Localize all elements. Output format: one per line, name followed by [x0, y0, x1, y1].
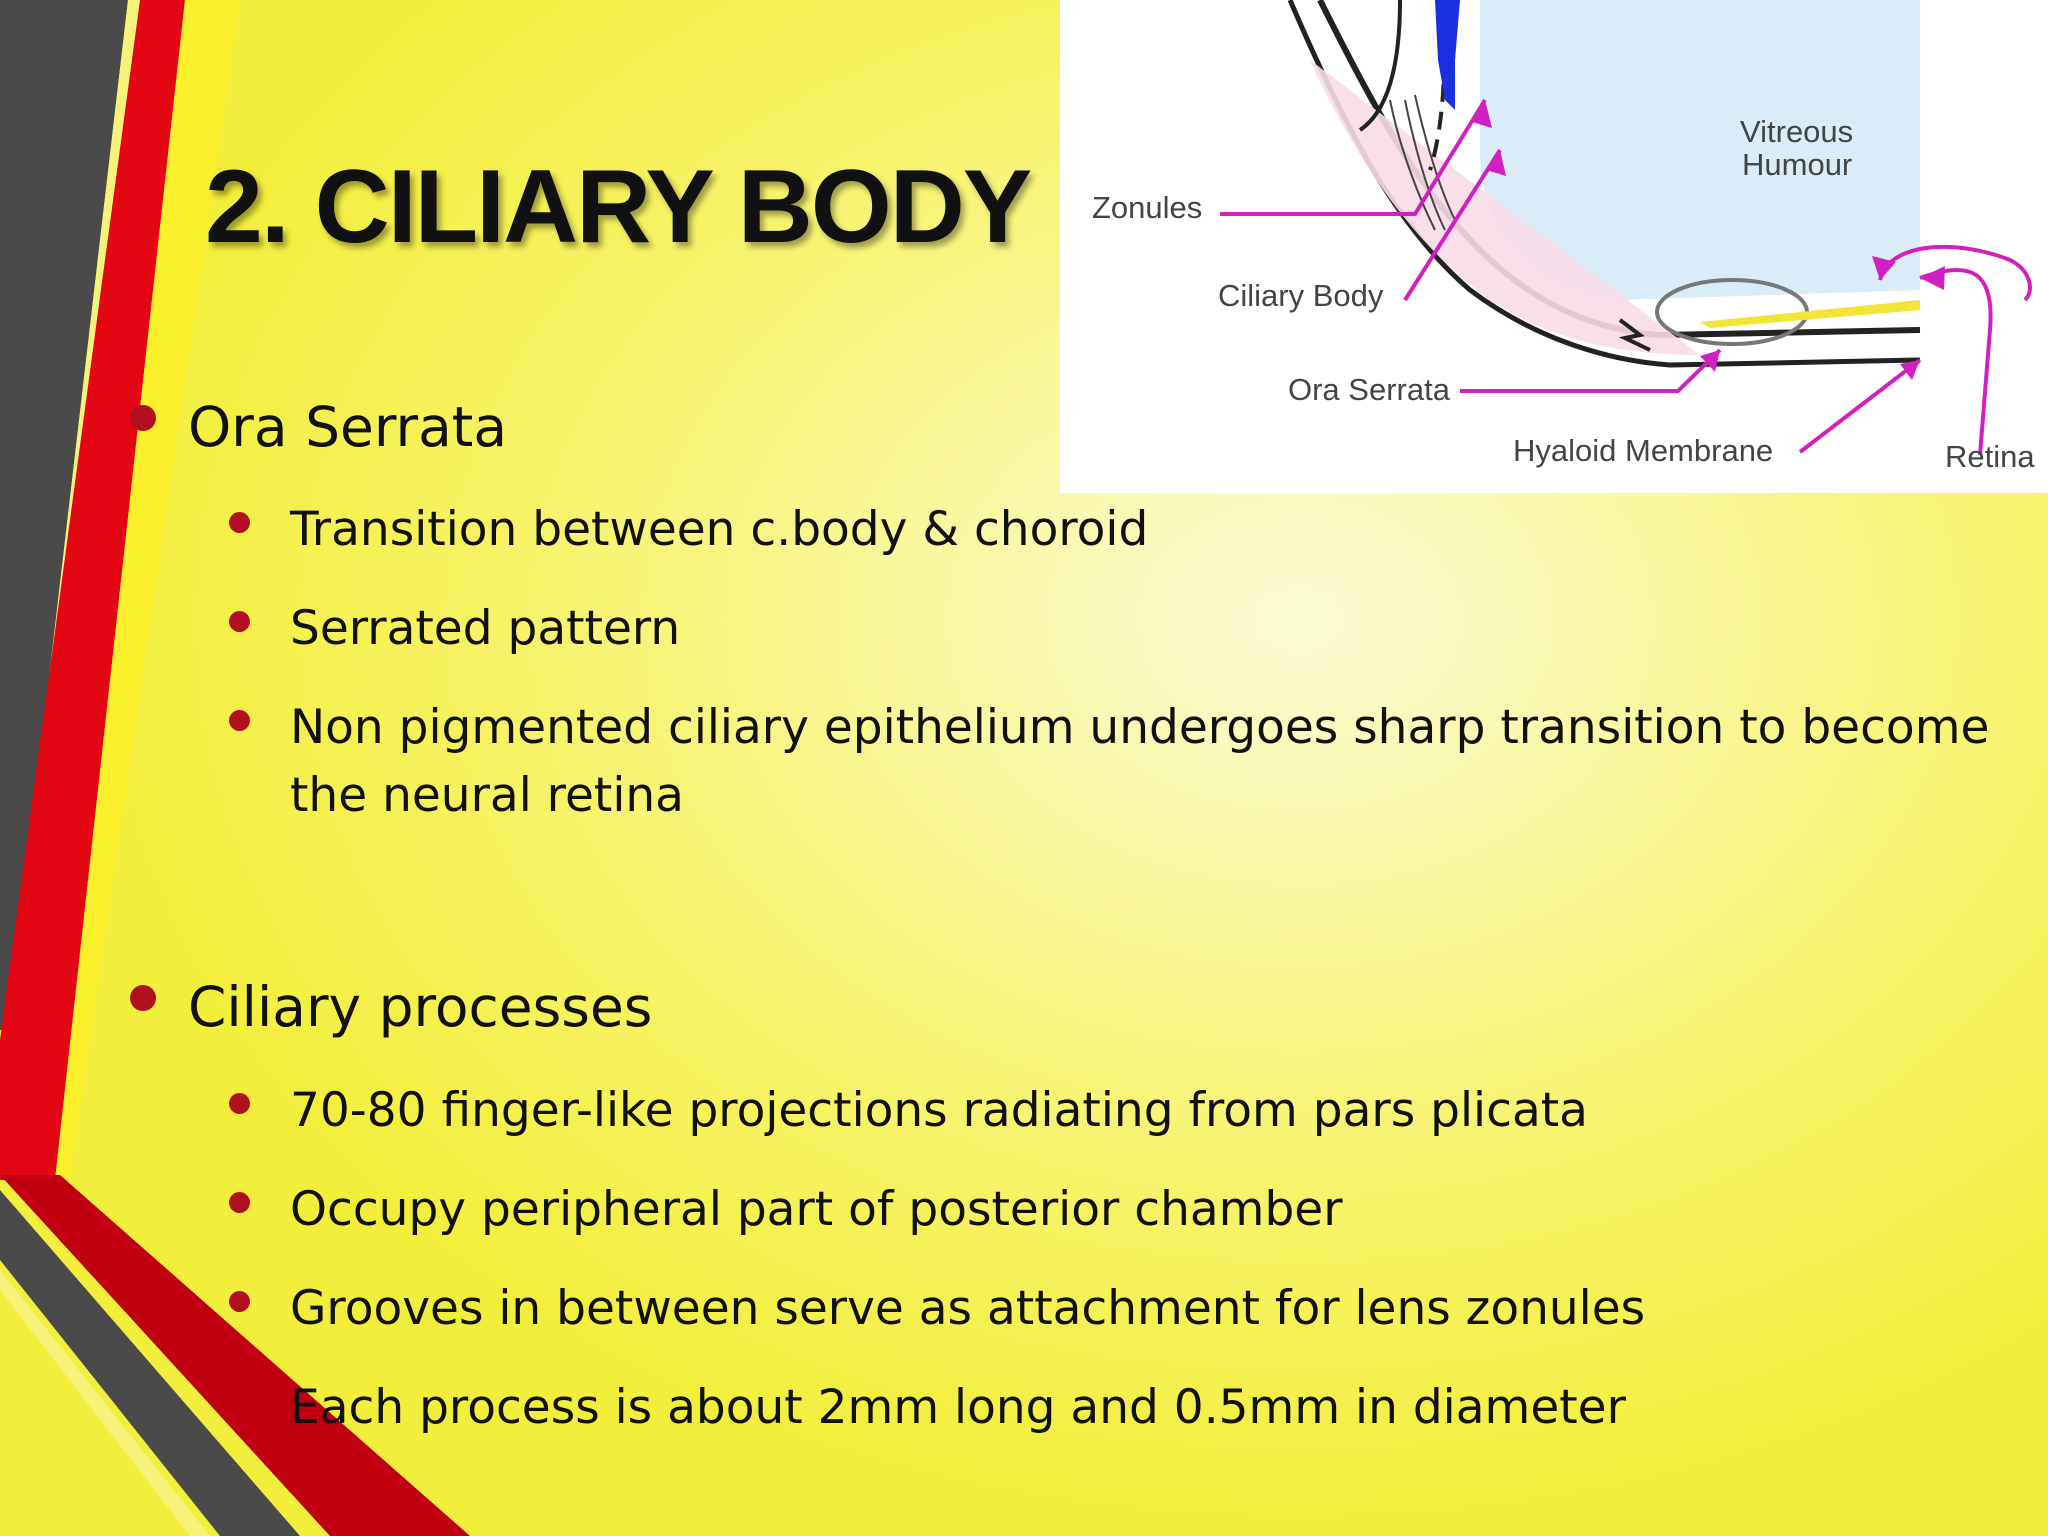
- list-item-continuation: the neural retina: [290, 768, 684, 823]
- bullet-dot: [130, 405, 156, 431]
- list-item: 70-80 finger-like projections radiating …: [290, 1083, 1588, 1138]
- label-ora-serrata: Ora Serrata: [1288, 372, 1451, 407]
- label-vitreous-line2: Humour: [1742, 147, 1852, 182]
- list-item: Serrated pattern: [290, 601, 681, 656]
- bullet-dot: [229, 512, 250, 533]
- bullet-dot: [229, 710, 250, 731]
- label-retina: Retina: [1945, 439, 2035, 474]
- ciliary-body-diagram: Zonules Ciliary Body Ora Serrata Hyaloid…: [1060, 0, 2048, 493]
- list-item: Transition between c.body & choroid: [290, 502, 1149, 557]
- label-zonules: Zonules: [1092, 190, 1202, 225]
- list-item: Grooves in between serve as attachment f…: [290, 1281, 1646, 1336]
- list-item: Occupy peripheral part of posterior cham…: [290, 1182, 1343, 1237]
- bullet-dot: [229, 1093, 250, 1114]
- bullet-dot: [130, 985, 156, 1011]
- bullet-dot: [229, 611, 250, 632]
- bullet-dot: [229, 1192, 250, 1213]
- label-vitreous-line1: Vitreous: [1740, 114, 1853, 149]
- label-hyaloid-membrane: Hyaloid Membrane: [1513, 433, 1773, 468]
- list-item: Each process is about 2mm long and 0.5mm…: [290, 1380, 1626, 1435]
- list-item: Non pigmented ciliary epithelium undergo…: [290, 700, 1990, 755]
- slide-title: 2. CILIARY BODY: [205, 149, 1032, 265]
- bullet-dot: [229, 1291, 250, 1312]
- section-heading: Ciliary processes: [188, 975, 653, 1039]
- section-heading: Ora Serrata: [188, 395, 508, 459]
- label-ciliary-body: Ciliary Body: [1218, 278, 1384, 313]
